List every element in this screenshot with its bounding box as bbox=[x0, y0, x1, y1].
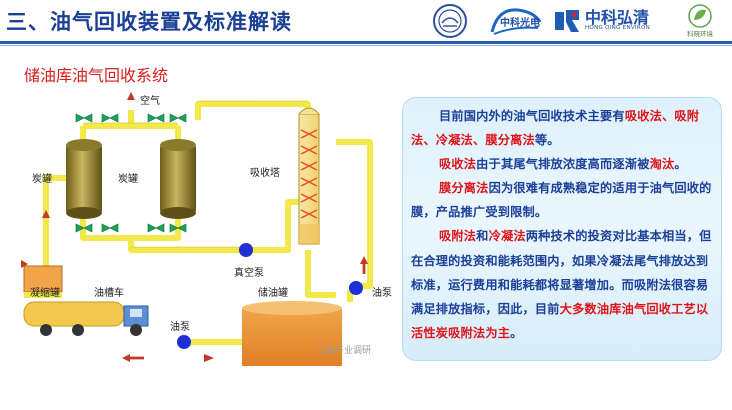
oil-storage-tank bbox=[242, 301, 342, 366]
page-title: 三、油气回收装置及标准解读 bbox=[6, 10, 292, 34]
valve-icon bbox=[101, 113, 119, 123]
p1-end: 等。 bbox=[534, 133, 560, 148]
zhongke-hongqing-sub: HONG QING ENVIRON bbox=[585, 25, 651, 32]
p4-conclusion: 大多数油库油气回收工艺以活性炭吸附法为主 bbox=[411, 301, 709, 340]
university-seal-logo bbox=[433, 4, 467, 38]
oil-gas-recovery-diagram: 空气 炭罐 炭罐 吸收塔 真空泵 凝缩罐 油槽车 储油罐 油泵 油泵 bbox=[18, 90, 398, 375]
oil-pump-right-icon bbox=[349, 281, 363, 295]
zhongke-guangdian-text: 中科光电 bbox=[500, 16, 540, 29]
label-tank-right: 炭罐 bbox=[118, 172, 138, 185]
vacuum-pump-icon bbox=[239, 243, 253, 257]
paragraph-membrane: 膜分离法因为很难有成熟稳定的适用于油气回收的膜，产品推广受到限制。 bbox=[411, 176, 713, 224]
p4-text: 两种技术的投资对比基本相当，但在合理的投资和能耗范围内，如果冷凝法尾气排放达到标… bbox=[411, 229, 712, 316]
oil-pump-bottom-icon bbox=[177, 335, 191, 349]
valve-icon bbox=[75, 113, 93, 123]
valve-icon bbox=[169, 223, 187, 233]
paragraph-adsorption-condensation: 吸附法和冷凝法两种技术的投资对比基本相当，但在合理的投资和能耗范围内，如果冷凝法… bbox=[411, 224, 713, 344]
paragraph-absorption: 吸收法由于其尾气排放浓度高而逐渐被淘汰。 bbox=[411, 152, 713, 176]
p4-and: 和 bbox=[476, 229, 489, 244]
label-tanker: 油槽车 bbox=[94, 286, 124, 299]
diagram-labels: 空气 炭罐 炭罐 吸收塔 真空泵 凝缩罐 油槽车 储油罐 油泵 油泵 bbox=[30, 94, 392, 333]
label-air: 空气 bbox=[140, 94, 160, 107]
p1-text: 目前国内外的油气回收技术主要有 bbox=[439, 109, 625, 123]
tanker-truck bbox=[23, 301, 149, 336]
keyang-huanjing-logo: 科晓环境 bbox=[684, 4, 716, 38]
header: 三、油气回收装置及标准解读 中科光电 中科弘清 HONG QING ENVIRO… bbox=[0, 0, 732, 46]
section-subtitle: 储油库油气回收系统 bbox=[24, 66, 169, 85]
header-divider bbox=[0, 41, 732, 44]
arrow-right-icon bbox=[21, 260, 28, 268]
arrow-up-icon bbox=[42, 210, 50, 218]
watermark: 三盘产业调研 bbox=[317, 346, 372, 356]
zhongke-hongqing-text: 中科弘清 bbox=[585, 8, 650, 28]
p2-emph: 淘汰 bbox=[649, 157, 675, 172]
arrow-left-icon bbox=[122, 354, 130, 362]
valve-group bbox=[75, 113, 187, 233]
arrow-up-icon bbox=[360, 256, 368, 264]
label-vacuum-pump: 真空泵 bbox=[234, 266, 264, 279]
carbon-tank-left bbox=[66, 139, 102, 219]
p2-text: 由于其尾气排放浓度高而逐渐被 bbox=[476, 157, 650, 172]
pipe-edges bbox=[83, 100, 308, 248]
paragraph-overview: 目前国内外的油气回收技术主要有吸收法、吸附法、冷凝法、膜分离法等。 bbox=[411, 104, 713, 152]
p4-term2: 冷凝法 bbox=[488, 229, 526, 244]
label-oil-pump-bottom: 油泵 bbox=[170, 320, 190, 333]
condensate-tank bbox=[23, 265, 63, 298]
zhongke-hongqing-logo: 中科弘清 HONG QING ENVIRON bbox=[552, 4, 680, 38]
valve-icon bbox=[75, 223, 93, 233]
p3-term: 膜分离法 bbox=[439, 181, 489, 196]
p1-methods: 吸收法、吸附法、冷凝法、膜分离法 bbox=[411, 109, 700, 148]
flow-arrows bbox=[21, 92, 368, 362]
keyang-huanjing-text: 科晓环境 bbox=[687, 30, 713, 38]
label-oil-pump-right: 油泵 bbox=[372, 286, 392, 299]
valve-icon bbox=[101, 223, 119, 233]
process-flow-svg: 空气 炭罐 炭罐 吸收塔 真空泵 凝缩罐 油槽车 储油罐 油泵 油泵 bbox=[21, 92, 392, 366]
zhongke-guangdian-logo: 中科光电 bbox=[488, 4, 544, 38]
arrow-right-icon bbox=[204, 354, 214, 362]
valve-icon bbox=[169, 113, 187, 123]
p3-text: 因为很难有成熟稳定的适用于油气回收的膜，产品推广受到限制。 bbox=[411, 181, 712, 220]
header-divider-thin bbox=[0, 45, 732, 46]
p4-end: 。 bbox=[510, 325, 523, 340]
label-condensate-tank: 凝缩罐 bbox=[30, 286, 60, 299]
p4-term1: 吸附法 bbox=[439, 229, 477, 244]
absorber-tower bbox=[298, 107, 320, 245]
p2-end: 。 bbox=[674, 157, 687, 172]
p2-term: 吸收法 bbox=[439, 157, 477, 172]
valve-icon bbox=[147, 113, 165, 123]
label-absorber: 吸收塔 bbox=[250, 166, 280, 179]
label-tank-left: 炭罐 bbox=[32, 172, 52, 185]
label-storage-tank: 储油罐 bbox=[258, 286, 288, 299]
explanation-textbox: 目前国内外的油气回收技术主要有吸收法、吸附法、冷凝法、膜分离法等。 吸收法由于其… bbox=[402, 97, 722, 361]
valve-icon bbox=[147, 223, 165, 233]
carbon-tank-right bbox=[160, 139, 196, 219]
arrow-up-icon bbox=[127, 92, 135, 100]
